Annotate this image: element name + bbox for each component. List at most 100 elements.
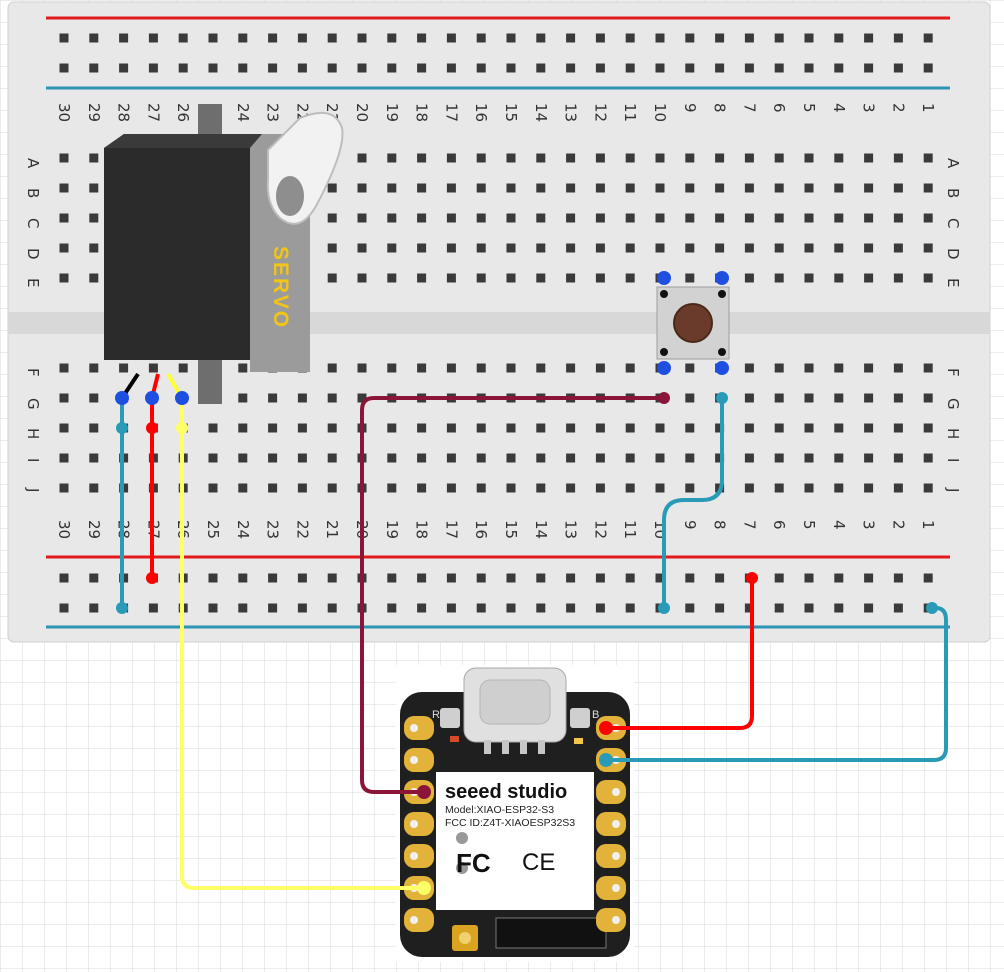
breadboard-hole[interactable] <box>774 243 784 253</box>
board-pad-right[interactable] <box>596 908 626 932</box>
breadboard-hole[interactable] <box>804 453 814 463</box>
breadboard-hole[interactable] <box>834 393 844 403</box>
breadboard-hole[interactable] <box>893 63 903 73</box>
breadboard-hole[interactable] <box>744 603 754 613</box>
breadboard-hole[interactable] <box>327 483 337 493</box>
breadboard-hole[interactable] <box>923 393 933 403</box>
breadboard-hole[interactable] <box>417 213 427 223</box>
breadboard-hole[interactable] <box>268 33 278 43</box>
pin-endpoint[interactable] <box>176 422 188 434</box>
breadboard-hole[interactable] <box>59 603 69 613</box>
breadboard-hole[interactable] <box>715 183 725 193</box>
breadboard-hole[interactable] <box>715 243 725 253</box>
breadboard-hole[interactable] <box>506 423 516 433</box>
breadboard-hole[interactable] <box>357 243 367 253</box>
breadboard-hole[interactable] <box>59 213 69 223</box>
breadboard-hole[interactable] <box>625 183 635 193</box>
breadboard-hole[interactable] <box>446 243 456 253</box>
breadboard-hole[interactable] <box>774 363 784 373</box>
breadboard-hole[interactable] <box>387 63 397 73</box>
board-pad-right[interactable] <box>596 844 626 868</box>
pin-endpoint[interactable] <box>599 753 613 767</box>
breadboard-hole[interactable] <box>744 63 754 73</box>
breadboard-hole[interactable] <box>357 363 367 373</box>
breadboard-hole[interactable] <box>327 63 337 73</box>
breadboard-hole[interactable] <box>923 573 933 583</box>
breadboard-hole[interactable] <box>774 63 784 73</box>
pin-endpoint[interactable] <box>715 361 729 375</box>
breadboard-hole[interactable] <box>59 363 69 373</box>
pin-endpoint[interactable] <box>145 391 159 405</box>
boot-button[interactable] <box>570 708 590 728</box>
breadboard-hole[interactable] <box>595 423 605 433</box>
breadboard-hole[interactable] <box>387 243 397 253</box>
breadboard-hole[interactable] <box>655 573 665 583</box>
board-pad-left[interactable] <box>404 812 434 836</box>
breadboard-hole[interactable] <box>89 63 99 73</box>
breadboard-hole[interactable] <box>327 603 337 613</box>
breadboard-hole[interactable] <box>327 363 337 373</box>
breadboard-hole[interactable] <box>834 483 844 493</box>
breadboard-hole[interactable] <box>357 153 367 163</box>
breadboard-hole[interactable] <box>476 603 486 613</box>
board-pad-right[interactable] <box>596 780 626 804</box>
breadboard-hole[interactable] <box>59 573 69 583</box>
breadboard-hole[interactable] <box>893 153 903 163</box>
breadboard-hole[interactable] <box>327 273 337 283</box>
breadboard-hole[interactable] <box>476 573 486 583</box>
breadboard-hole[interactable] <box>208 63 218 73</box>
breadboard-hole[interactable] <box>327 573 337 583</box>
breadboard-hole[interactable] <box>566 243 576 253</box>
breadboard-hole[interactable] <box>893 573 903 583</box>
breadboard-hole[interactable] <box>417 483 427 493</box>
wire-board-5v[interactable] <box>606 578 754 730</box>
breadboard-hole[interactable] <box>476 153 486 163</box>
breadboard-hole[interactable] <box>595 183 605 193</box>
pin-endpoint[interactable] <box>146 422 158 434</box>
breadboard-hole[interactable] <box>715 153 725 163</box>
breadboard-hole[interactable] <box>208 483 218 493</box>
breadboard-hole[interactable] <box>327 453 337 463</box>
breadboard-hole[interactable] <box>417 63 427 73</box>
breadboard-hole[interactable] <box>566 453 576 463</box>
breadboard-hole[interactable] <box>893 483 903 493</box>
breadboard-hole[interactable] <box>804 33 814 43</box>
breadboard-hole[interactable] <box>923 273 933 283</box>
breadboard-hole[interactable] <box>89 573 99 583</box>
breadboard-hole[interactable] <box>238 423 248 433</box>
breadboard-hole[interactable] <box>89 183 99 193</box>
board-pad-left[interactable] <box>404 748 434 772</box>
breadboard-hole[interactable] <box>208 603 218 613</box>
pin-endpoint[interactable] <box>746 572 758 584</box>
breadboard-hole[interactable] <box>268 63 278 73</box>
breadboard-hole[interactable] <box>804 243 814 253</box>
breadboard-hole[interactable] <box>506 63 516 73</box>
breadboard-hole[interactable] <box>327 423 337 433</box>
breadboard-hole[interactable] <box>417 603 427 613</box>
breadboard-hole[interactable] <box>476 63 486 73</box>
breadboard-hole[interactable] <box>864 33 874 43</box>
pin-endpoint[interactable] <box>599 721 613 735</box>
breadboard-hole[interactable] <box>59 33 69 43</box>
breadboard-hole[interactable] <box>238 483 248 493</box>
push-button-cap[interactable] <box>673 303 713 343</box>
breadboard-hole[interactable] <box>685 423 695 433</box>
breadboard-hole[interactable] <box>685 33 695 43</box>
breadboard-hole[interactable] <box>536 273 546 283</box>
breadboard-hole[interactable] <box>804 183 814 193</box>
breadboard-hole[interactable] <box>238 363 248 373</box>
breadboard-hole[interactable] <box>834 273 844 283</box>
breadboard-hole[interactable] <box>625 453 635 463</box>
pin-endpoint[interactable] <box>175 391 189 405</box>
pin-endpoint[interactable] <box>115 391 129 405</box>
breadboard-hole[interactable] <box>89 273 99 283</box>
breadboard-hole[interactable] <box>238 393 248 403</box>
breadboard-hole[interactable] <box>804 213 814 223</box>
breadboard-hole[interactable] <box>655 483 665 493</box>
breadboard-hole[interactable] <box>446 273 456 283</box>
breadboard-hole[interactable] <box>208 453 218 463</box>
breadboard-hole[interactable] <box>506 453 516 463</box>
breadboard-hole[interactable] <box>536 603 546 613</box>
breadboard-hole[interactable] <box>715 213 725 223</box>
board-pad-right[interactable] <box>596 812 626 836</box>
